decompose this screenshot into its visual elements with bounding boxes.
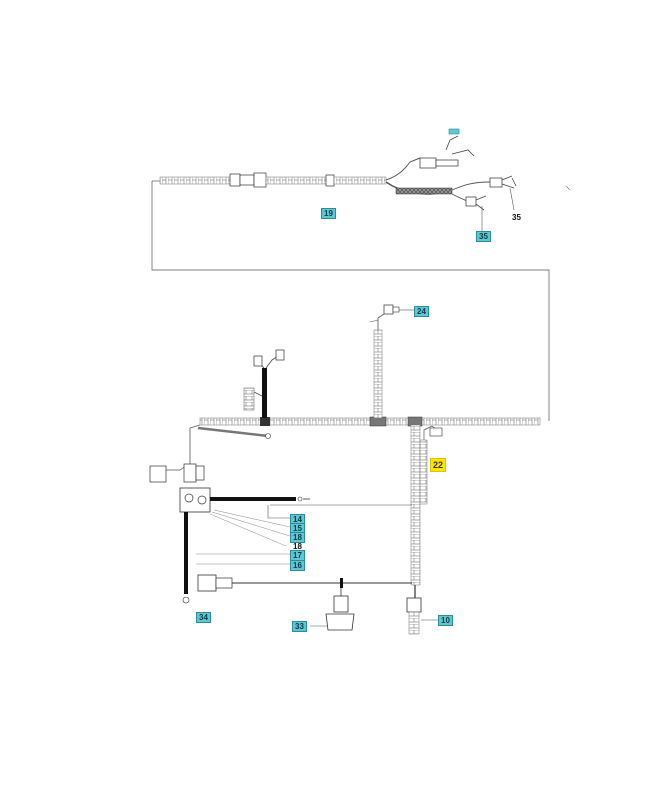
- harness-branch-24: [369, 304, 414, 419]
- upper-harness: [152, 128, 571, 232]
- lower-branch: [197, 574, 412, 631]
- callout-18: 18: [290, 532, 305, 543]
- harness-branch-left-top: [243, 349, 285, 418]
- routing-outline: [151, 181, 550, 421]
- callout-10: 10: [438, 615, 453, 626]
- relay-fuse-cluster: [149, 424, 412, 604]
- callout-33: 33: [292, 621, 307, 632]
- callout-22-highlighted: 22: [430, 458, 447, 472]
- callout-35-plain: 35: [512, 213, 521, 222]
- callout-19: 19: [321, 208, 336, 219]
- main-harness: [199, 416, 541, 427]
- callout-18-plain: 18: [293, 542, 302, 551]
- harness-branch-down: [406, 424, 443, 635]
- callout-16: 16: [290, 560, 305, 571]
- callout-24: 24: [414, 306, 429, 317]
- callout-35: 35: [476, 231, 491, 242]
- callout-34: 34: [196, 612, 211, 623]
